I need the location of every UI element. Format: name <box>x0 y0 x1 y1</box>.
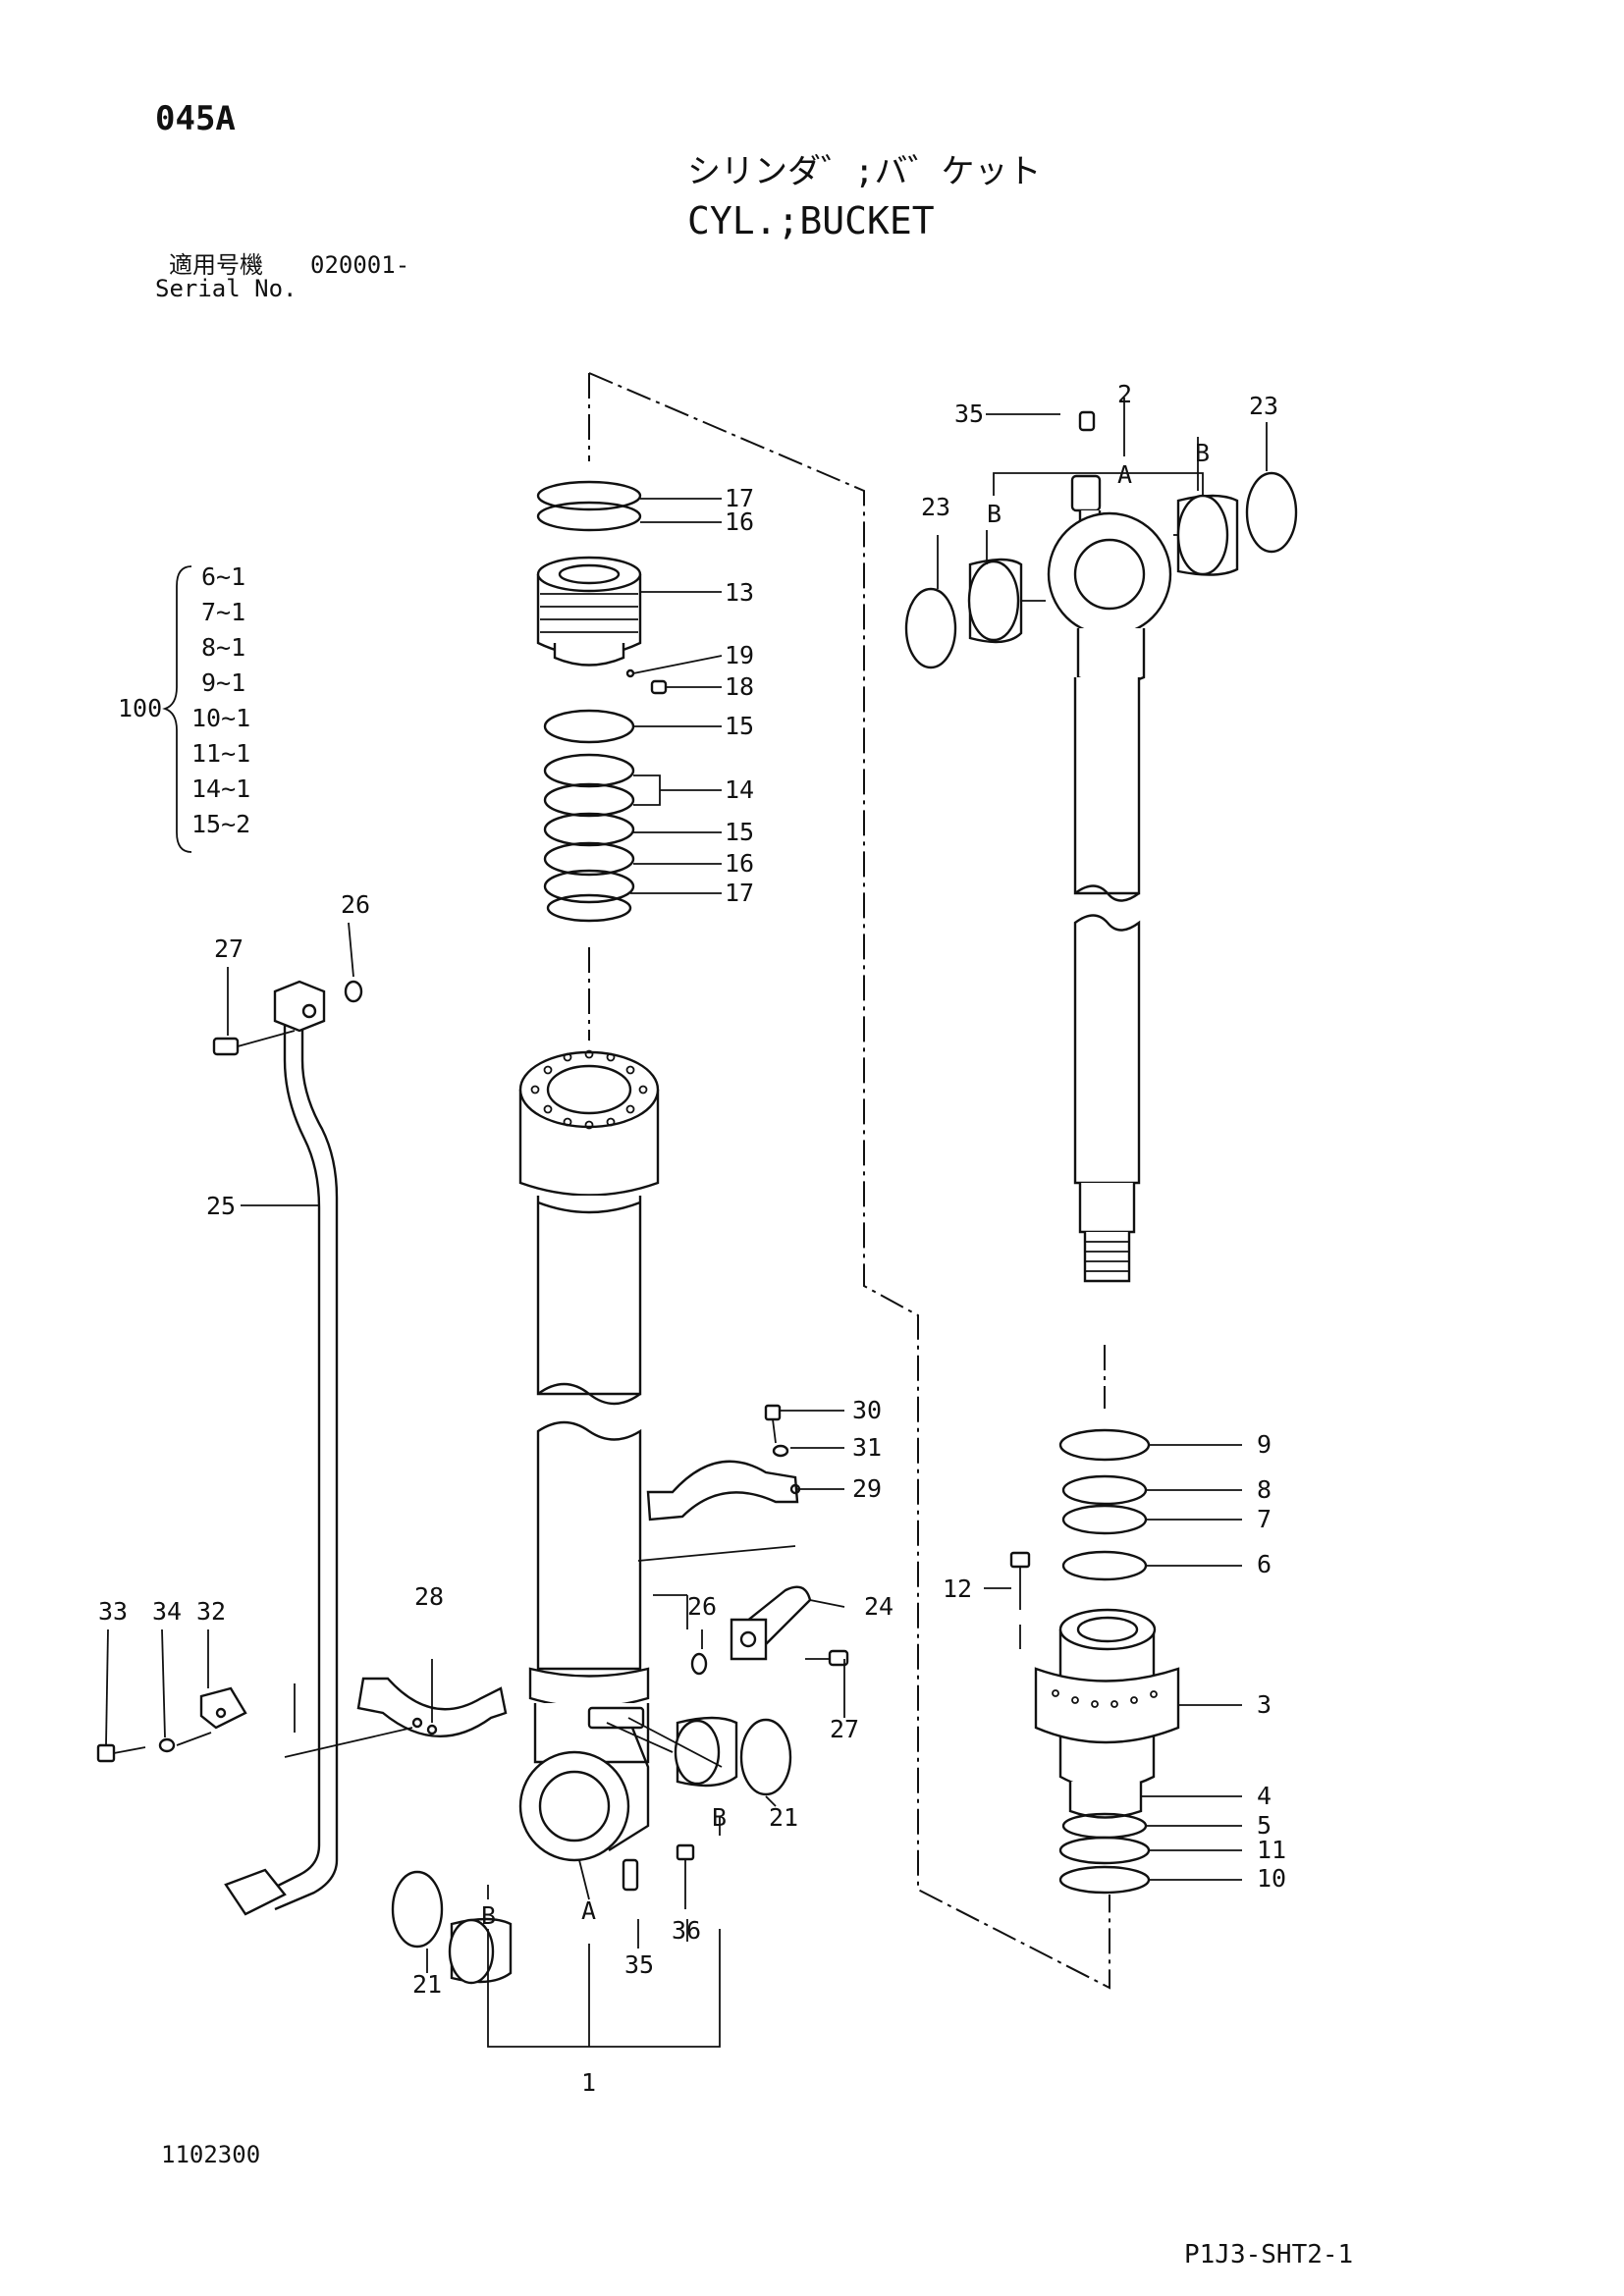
callout-35a: 35 <box>954 400 984 428</box>
piston-rod <box>904 398 1298 1283</box>
title-english: CYL.;BUCKET <box>687 199 935 242</box>
piston-stack <box>1009 1428 1180 1895</box>
callout-8: 8 <box>1257 1475 1272 1504</box>
callout-1: 1 <box>581 2068 596 2097</box>
callout-10: 10 <box>1257 1864 1286 1893</box>
callout-28: 28 <box>414 1582 444 1611</box>
callout-labels: 1 2 3 4 5 6 7 8 9 10 11 12 13 14 15 15 1… <box>98 380 1286 2097</box>
callout-17b: 17 <box>725 879 754 907</box>
callout-15b: 15 <box>725 818 754 846</box>
cylinder-tube <box>518 1049 660 1862</box>
callout-4: 4 <box>1257 1782 1272 1810</box>
kit-item-3: 8~1 <box>201 633 245 662</box>
callout-12: 12 <box>943 1575 972 1603</box>
kit-number: 100 <box>118 694 162 722</box>
callout-29: 29 <box>852 1474 882 1503</box>
kit-100-bracket: 100 6~1 7~1 8~1 9~1 10~1 11~1 14~1 15~2 <box>118 562 250 853</box>
callout-16a: 16 <box>725 507 754 536</box>
callout-32: 32 <box>196 1597 226 1626</box>
kit-item-1: 6~1 <box>201 562 245 591</box>
callout-36: 36 <box>672 1916 701 1945</box>
kit-item-6: 11~1 <box>191 739 250 768</box>
label-b-lower-left: B <box>481 1901 496 1930</box>
label-b-upper-right: B <box>1195 439 1210 467</box>
label-a-upper: A <box>1117 460 1132 489</box>
serial-label-english: Serial No. <box>155 275 298 302</box>
callout-24: 24 <box>864 1592 893 1621</box>
callout-27a: 27 <box>214 934 244 963</box>
callout-25: 25 <box>206 1192 236 1220</box>
callout-21a: 21 <box>412 1970 442 1999</box>
page-reference: P1J3-SHT2-1 <box>1184 2240 1354 2269</box>
kit-item-5: 10~1 <box>191 704 250 732</box>
sheet-code: 045A <box>155 99 236 138</box>
head-seal-stack <box>536 480 668 923</box>
label-b-lower-right: B <box>712 1803 727 1832</box>
kit-item-7: 14~1 <box>191 774 250 803</box>
callout-21b: 21 <box>769 1803 798 1832</box>
callout-18: 18 <box>725 672 754 701</box>
callout-19: 19 <box>725 641 754 669</box>
callout-26a: 26 <box>341 890 370 919</box>
callout-26b: 26 <box>687 1592 717 1621</box>
callout-7: 7 <box>1257 1505 1272 1533</box>
serial-range: 020001- <box>310 251 410 279</box>
callout-14: 14 <box>725 775 754 804</box>
callout-34: 34 <box>152 1597 182 1626</box>
title-japanese: シリンダ゛;バ゛ケット <box>687 152 1042 191</box>
label-a-lower: A <box>581 1896 596 1925</box>
callout-23b: 23 <box>1249 392 1278 420</box>
callout-30: 30 <box>852 1396 882 1424</box>
callout-13: 13 <box>725 578 754 607</box>
callout-2: 2 <box>1117 380 1132 408</box>
callout-17a: 17 <box>725 484 754 512</box>
callout-35b: 35 <box>624 1950 654 1979</box>
callout-6: 6 <box>1257 1550 1272 1578</box>
callout-27b: 27 <box>830 1715 859 1743</box>
serial-label-japanese: 適用号機 <box>169 251 263 279</box>
drawing-number: 1102300 <box>161 2141 261 2168</box>
callout-31: 31 <box>852 1433 882 1462</box>
clamp-parts <box>96 1404 849 1985</box>
assembly-boundary <box>588 372 1110 1990</box>
kit-item-4: 9~1 <box>201 668 245 697</box>
callout-3: 3 <box>1257 1690 1272 1719</box>
pipe-assembly <box>212 922 363 1916</box>
kit-item-2: 7~1 <box>201 598 245 626</box>
kit-item-8: 15~2 <box>191 810 250 838</box>
callout-9: 9 <box>1257 1430 1272 1459</box>
callout-5: 5 <box>1257 1811 1272 1840</box>
label-b-upper-left: B <box>987 500 1001 528</box>
callout-15a: 15 <box>725 712 754 740</box>
callout-11: 11 <box>1257 1836 1286 1864</box>
callout-16b: 16 <box>725 849 754 878</box>
callout-33: 33 <box>98 1597 128 1626</box>
callout-23a: 23 <box>921 493 950 521</box>
